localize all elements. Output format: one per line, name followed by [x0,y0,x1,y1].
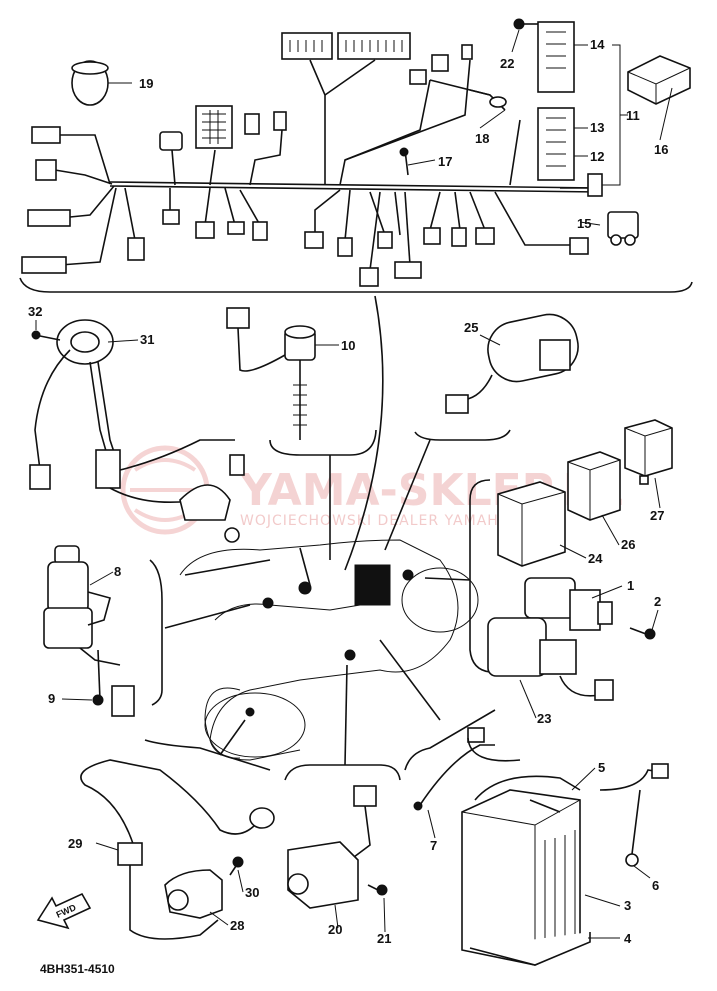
callout-14: 14 [590,37,605,52]
callout-5: 5 [598,760,605,775]
callout-22: 22 [500,56,514,71]
callout-17: 17 [438,154,452,169]
callout-12: 12 [590,149,604,164]
front-arrow-icon: FWD [36,892,92,930]
part-20-21-group [287,785,388,909]
part-battery-group [413,727,669,966]
callout-29: 29 [68,836,82,851]
part-relays-group [497,419,673,567]
callout-2: 2 [654,594,661,609]
callout-31: 31 [140,332,154,347]
watermark-sub: WOJCIECHOWSKI DEALER YAMAHA [240,513,509,529]
callout-27: 27 [650,508,664,523]
callout-32: 32 [28,304,42,319]
callout-18: 18 [475,131,489,146]
part-1-23-group [487,577,656,701]
lower-leader-lines [35,320,661,939]
callout-4: 4 [624,931,632,946]
callout-11: 11 [626,108,640,123]
part-31-group [29,319,245,543]
callout-23: 23 [537,711,551,726]
callout-10: 10 [341,338,355,353]
watermark: YAMA-SKLEP.PL WOJCIECHOWSKI DEALER YAMAH… [120,445,623,535]
callout-8: 8 [114,564,121,579]
callout-24: 24 [588,551,603,566]
callout-20: 20 [328,922,342,937]
callout-15: 15 [577,216,591,231]
callout-26: 26 [621,537,635,552]
callout-21: 21 [377,931,391,946]
callout-13: 13 [590,120,604,135]
motorcycle-outline [164,295,479,766]
part-25-group [445,313,579,414]
callout-7: 7 [430,838,437,853]
callout-3: 3 [624,898,631,913]
callout-1: 1 [627,578,634,593]
callout-labels: 1 2 3 4 5 6 7 8 9 10 11 12 13 14 15 16 1… [28,37,668,946]
callout-6: 6 [652,878,659,893]
callout-19: 19 [139,76,153,91]
callout-25: 25 [464,320,478,335]
part-28-30-group [80,759,275,940]
wire-harness-group [19,18,693,293]
part-10-group [226,307,316,440]
leader-lines [108,29,673,226]
part-8-9-group [43,545,135,717]
group-brackets [144,429,511,781]
callout-28: 28 [230,918,244,933]
callout-30: 30 [245,885,259,900]
callout-16: 16 [654,142,668,157]
document-code: 4BH351-4510 [40,962,115,976]
callout-9: 9 [48,691,55,706]
